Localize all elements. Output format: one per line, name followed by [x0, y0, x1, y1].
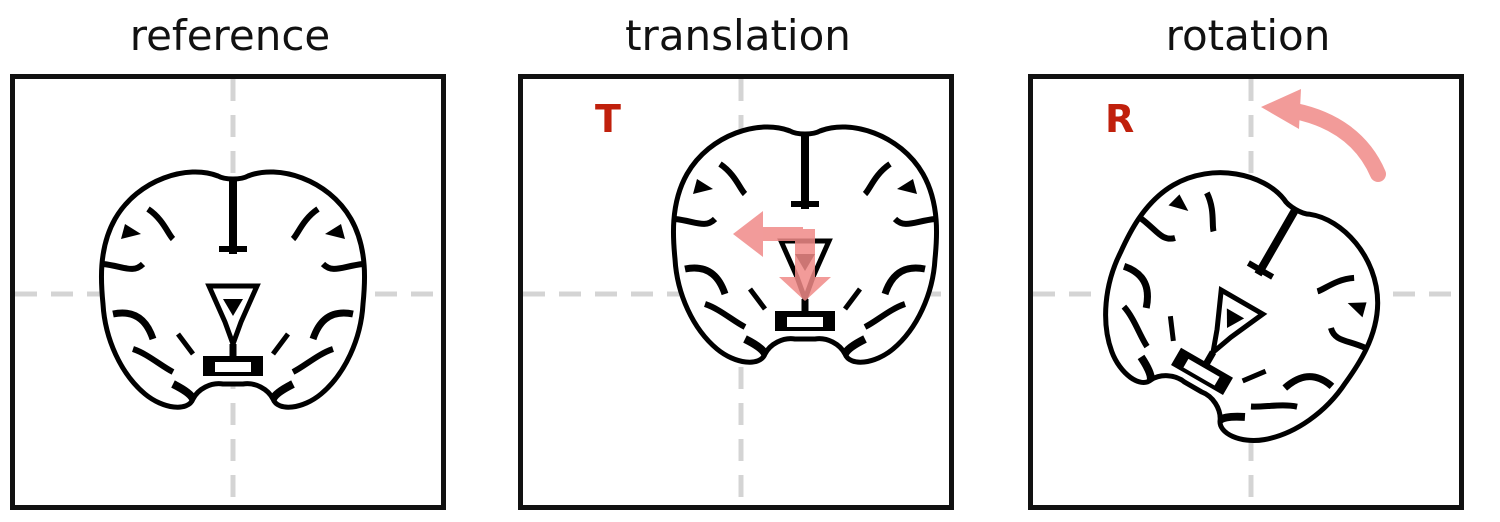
translate-arrows-icon	[733, 211, 831, 301]
rotation-diagram	[1033, 79, 1459, 505]
rotate-arrow-icon	[1261, 89, 1386, 182]
panel-rotation: R	[1028, 74, 1464, 510]
brain-slice	[101, 172, 364, 407]
translation-marker: T	[595, 97, 621, 141]
title-translation: translation	[625, 11, 851, 60]
rotation-marker: R	[1105, 97, 1135, 141]
title-rotation: rotation	[1165, 11, 1331, 60]
panel-reference	[10, 74, 446, 510]
reference-diagram	[15, 79, 441, 505]
brain-slice-rotated	[1067, 138, 1413, 473]
translation-diagram	[523, 79, 949, 505]
title-reference: reference	[129, 11, 331, 60]
panel-translation: T	[518, 74, 954, 510]
